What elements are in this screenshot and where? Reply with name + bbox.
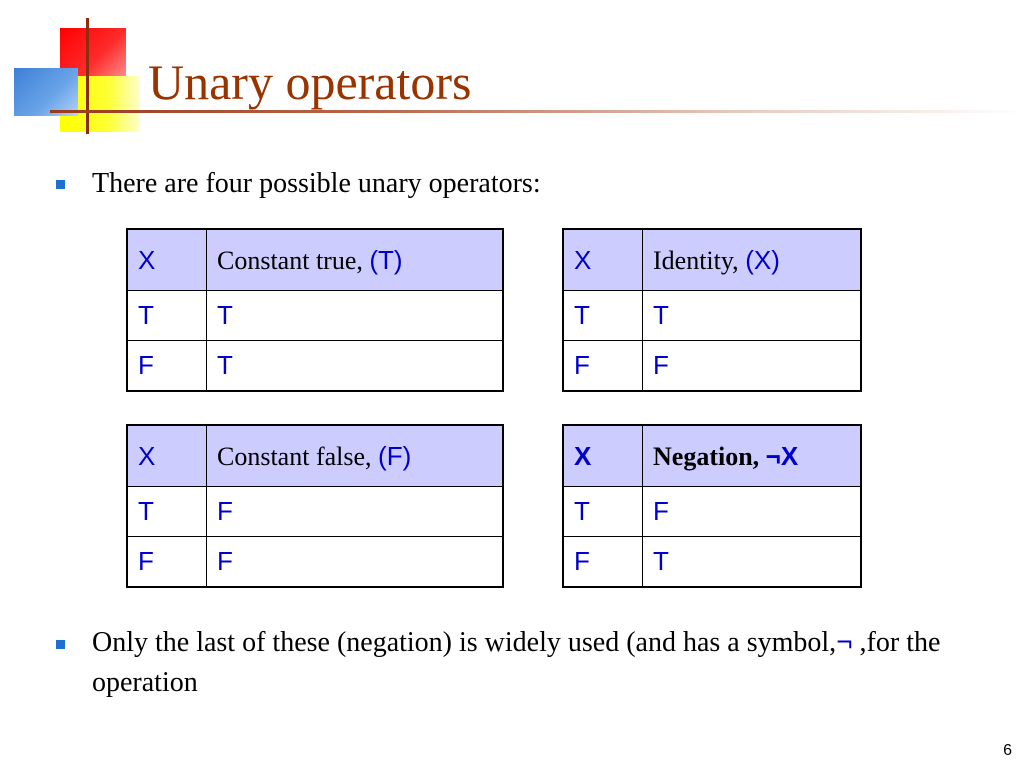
truth-table-negation: X Negation, ¬X T F F T (562, 424, 862, 588)
input-cell: F (126, 340, 207, 392)
header-cell-operator: Negation, ¬X (642, 424, 862, 487)
operator-name: Constant false, (217, 441, 379, 471)
page-number: 6 (1003, 742, 1012, 759)
output-cell: F (642, 340, 862, 392)
header-cell-x: X (562, 228, 643, 291)
operator-name: Identity, (653, 245, 746, 275)
input-cell: F (562, 536, 643, 588)
bullet-text-second-pre: Only the last of these (negation) is wid… (92, 627, 837, 658)
table-header-row: X Constant true, (T) (126, 228, 504, 291)
truth-table-identity: X Identity, (X) T T F F (562, 228, 862, 392)
header-cell-operator: Constant true, (T) (206, 228, 504, 291)
logo-vertical-line (86, 18, 89, 134)
table-row: T F (562, 486, 862, 537)
header-cell-operator: Constant false, (F) (206, 424, 504, 487)
table-row: F F (562, 340, 862, 392)
operator-symbol: (F) (378, 440, 412, 471)
operator-symbol: (T) (369, 244, 403, 275)
input-cell: T (126, 486, 207, 537)
table-header-row: X Identity, (X) (562, 228, 862, 291)
truth-table-constant-true: X Constant true, (T) T T F T (126, 228, 504, 392)
header-cell-x: X (126, 424, 207, 487)
bullet-text-second: Only the last of these (negation) is wid… (92, 622, 972, 703)
output-cell: T (642, 290, 862, 341)
bullet-square-icon (56, 640, 65, 649)
input-cell: F (126, 536, 207, 588)
table-row: F F (126, 536, 504, 588)
logo-blue-square (14, 68, 78, 116)
output-cell: T (206, 290, 504, 341)
bullet-text-second-post: ,for the operation (92, 627, 941, 698)
bullet-text-first: There are four possible unary operators: (92, 168, 541, 199)
header-cell-x: X (126, 228, 207, 291)
operator-symbol: (X) (745, 244, 780, 275)
bullet-square-icon (56, 180, 65, 189)
negation-symbol: ¬ (836, 626, 853, 657)
table-row: T F (126, 486, 504, 537)
output-cell: T (642, 536, 862, 588)
output-cell: F (642, 486, 862, 537)
table-row: F T (562, 536, 862, 588)
operator-name: Constant true, (217, 245, 370, 275)
truth-table-constant-false: X Constant false, (F) T F F F (126, 424, 504, 588)
input-cell: T (562, 486, 643, 537)
input-cell: F (562, 340, 643, 392)
operator-symbol: ¬X (765, 440, 799, 471)
table-row: F T (126, 340, 504, 392)
operator-name: Negation, (653, 441, 766, 471)
input-cell: T (126, 290, 207, 341)
header-cell-x: X (562, 424, 643, 487)
table-header-row: X Negation, ¬X (562, 424, 862, 487)
output-cell: F (206, 486, 504, 537)
header-cell-operator: Identity, (X) (642, 228, 862, 291)
output-cell: F (206, 536, 504, 588)
table-header-row: X Constant false, (F) (126, 424, 504, 487)
output-cell: T (206, 340, 504, 392)
slide-title: Unary operators (148, 54, 472, 110)
table-row: T T (126, 290, 504, 341)
table-row: T T (562, 290, 862, 341)
title-underline (50, 110, 1024, 113)
input-cell: T (562, 290, 643, 341)
